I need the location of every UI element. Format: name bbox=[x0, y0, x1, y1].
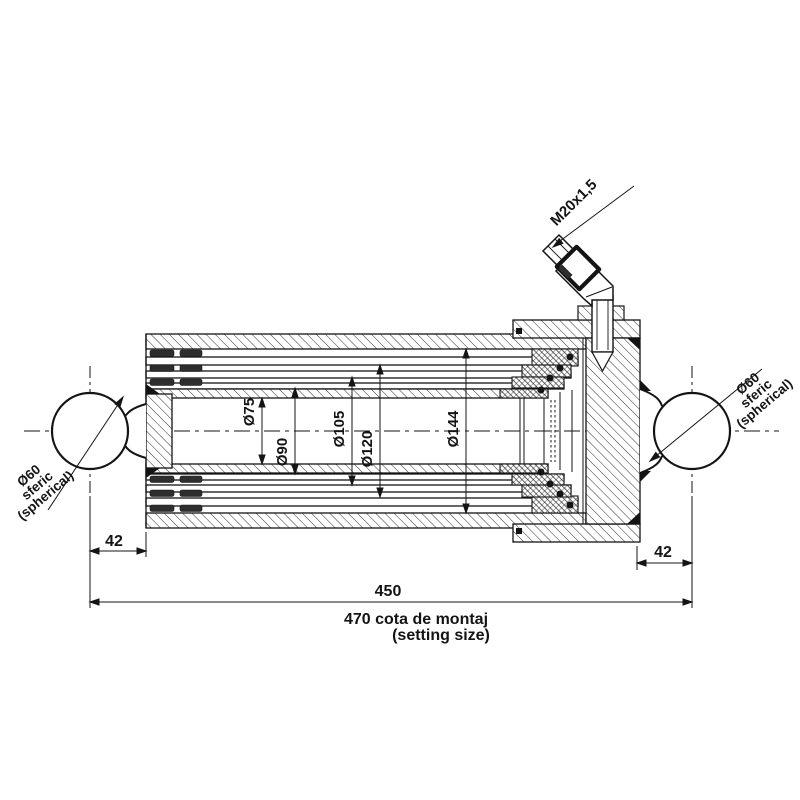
stage-tube-wall bbox=[145, 484, 572, 493]
elbow-miter-line bbox=[585, 286, 613, 298]
plunger-wall-top bbox=[145, 388, 549, 399]
end-cap bbox=[585, 337, 641, 525]
right-ball bbox=[652, 391, 732, 471]
seal-packs bbox=[149, 349, 203, 512]
dim-42-left: 42 bbox=[105, 533, 123, 550]
dia-label-75: Ø75 bbox=[241, 398, 258, 426]
stage-tube-wall bbox=[145, 497, 579, 507]
nut-knurl bbox=[557, 264, 573, 280]
left-eye bbox=[50, 391, 147, 471]
dim-470-line2: (setting size) bbox=[392, 627, 490, 644]
stage-tube-wall bbox=[145, 370, 572, 379]
head-collar-top bbox=[512, 319, 641, 339]
right-neck-fill bbox=[640, 389, 662, 473]
fitting-nut bbox=[554, 244, 602, 292]
dimension-texts: 42 42 450 470 cota de montaj (setting si… bbox=[105, 533, 672, 644]
dia-label-144: Ø144 bbox=[445, 410, 462, 447]
left-neck-fill bbox=[124, 404, 146, 458]
drill-cone bbox=[590, 351, 615, 373]
thread-line bbox=[547, 245, 564, 262]
right-eye bbox=[639, 388, 732, 474]
plunger-wall-bottom bbox=[145, 463, 549, 474]
linear-dimensions bbox=[88, 496, 694, 608]
dim-470-line1: 470 cota de montaj bbox=[344, 611, 488, 628]
stage-tube-wall bbox=[145, 356, 579, 366]
port-pipe bbox=[591, 295, 614, 353]
right-neck-lower-curve bbox=[639, 455, 663, 474]
diameter-labels: Ø75 Ø90 Ø105 Ø120 Ø144 bbox=[241, 398, 462, 468]
plunger-end-plate bbox=[145, 393, 173, 469]
right-neck-upper-curve bbox=[639, 388, 663, 407]
port-thread-label: M20x1,5 bbox=[547, 176, 600, 229]
diameter-dimensions bbox=[258, 347, 470, 515]
dim-42-right: 42 bbox=[654, 544, 672, 561]
head-collar-bottom bbox=[512, 523, 641, 543]
left-ball bbox=[50, 391, 130, 471]
leaders bbox=[47, 185, 763, 511]
port-fitting bbox=[541, 233, 625, 373]
dia-label-105: Ø105 bbox=[331, 411, 348, 448]
dia-label-90: Ø90 bbox=[274, 438, 291, 466]
dim-450: 450 bbox=[375, 583, 402, 600]
bore-internals bbox=[171, 390, 573, 472]
gland-nuts bbox=[499, 348, 579, 514]
dia-label-120: Ø120 bbox=[359, 431, 376, 468]
